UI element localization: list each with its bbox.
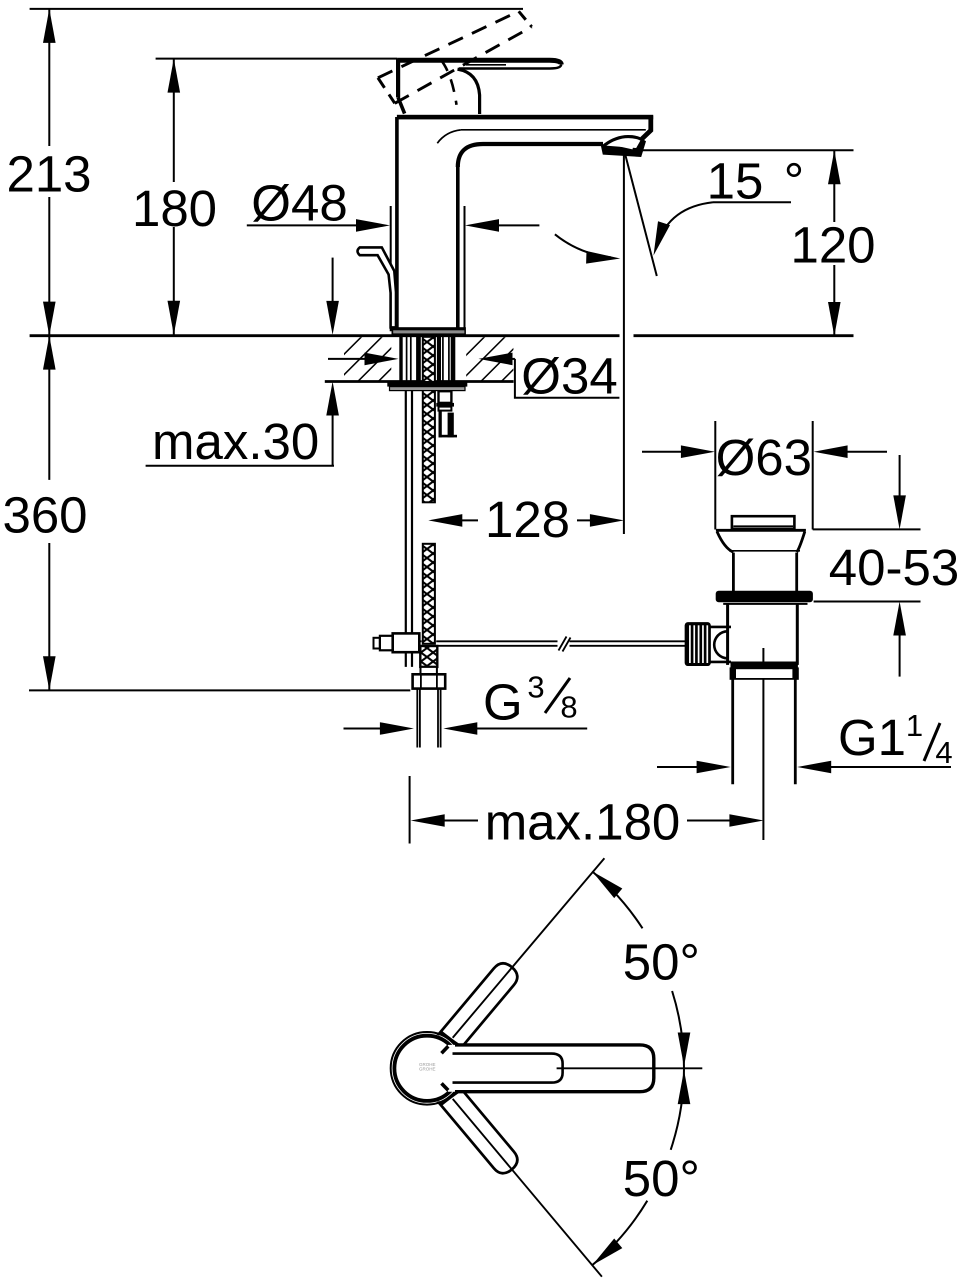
- svg-text:GROHE: GROHE: [419, 1062, 436, 1067]
- svg-text:120: 120: [790, 216, 875, 273]
- svg-text:213: 213: [6, 146, 91, 203]
- svg-text:°: °: [784, 152, 804, 209]
- svg-text:50°: 50°: [623, 934, 700, 991]
- svg-text:GROHE: GROHE: [419, 1067, 436, 1072]
- svg-text:360: 360: [2, 486, 87, 543]
- svg-text:8: 8: [560, 690, 577, 725]
- svg-text:G1: G1: [838, 709, 906, 766]
- svg-text:128: 128: [485, 491, 570, 548]
- svg-text:Ø48: Ø48: [251, 175, 347, 232]
- svg-text:1: 1: [906, 708, 923, 743]
- svg-text:3: 3: [527, 670, 544, 705]
- svg-text:Ø63: Ø63: [716, 429, 812, 486]
- svg-text:max.180: max.180: [485, 794, 681, 851]
- svg-text:4: 4: [935, 735, 952, 770]
- svg-text:max.30: max.30: [152, 413, 319, 470]
- svg-text:40-53: 40-53: [829, 539, 959, 596]
- svg-text:G: G: [483, 673, 523, 730]
- svg-text:Ø34: Ø34: [521, 348, 617, 405]
- svg-text:15: 15: [707, 152, 764, 209]
- svg-text:50°: 50°: [623, 1150, 700, 1207]
- svg-text:180: 180: [132, 180, 217, 237]
